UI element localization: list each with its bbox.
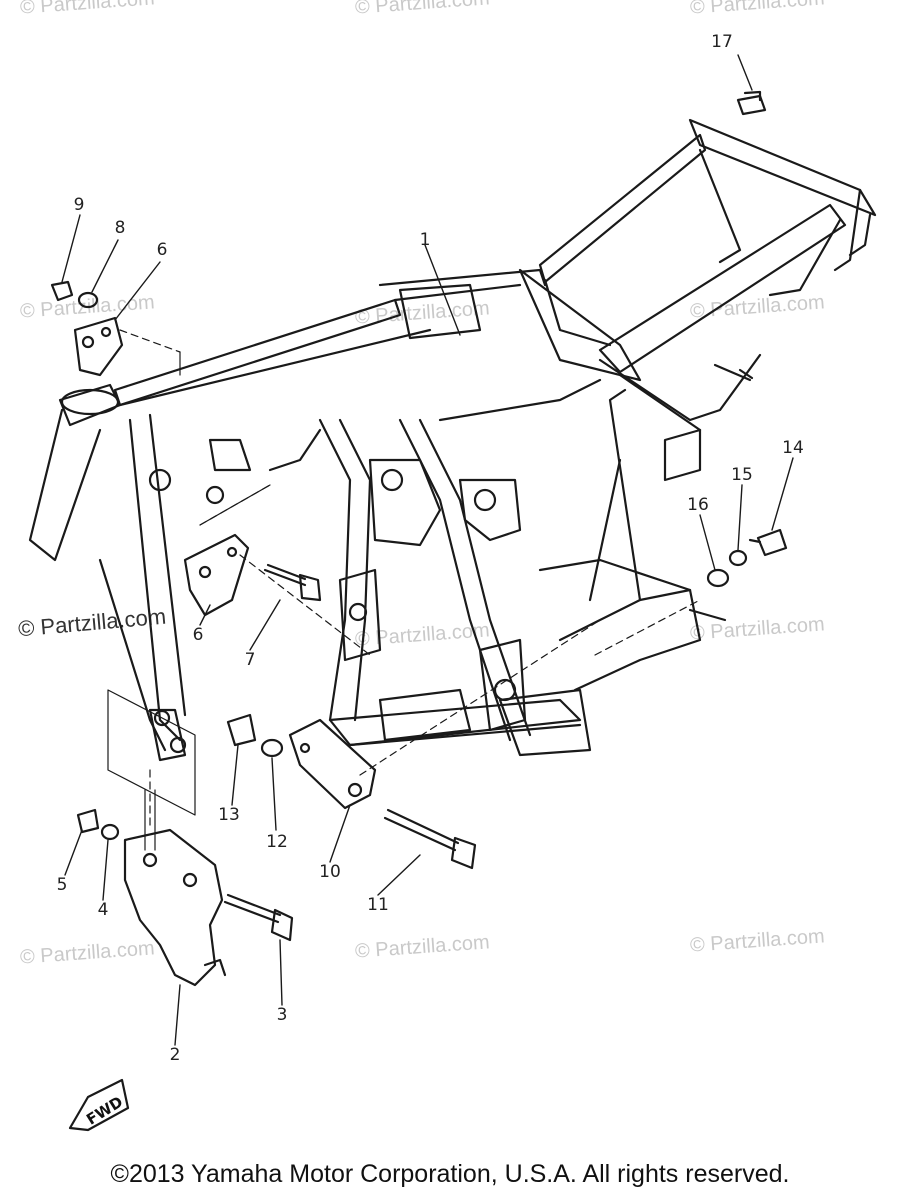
part-4-washer[interactable] <box>100 823 120 841</box>
callout-6-upper[interactable]: 6 <box>156 240 168 260</box>
part-3-bolt[interactable] <box>223 893 294 942</box>
part-17-damper[interactable] <box>736 90 767 116</box>
part-16-washer[interactable] <box>706 568 730 588</box>
part-10-bracket[interactable] <box>288 718 377 810</box>
callout-12[interactable]: 12 <box>266 832 288 852</box>
callout-9[interactable]: 9 <box>73 195 85 215</box>
part-5-nut[interactable] <box>76 808 100 834</box>
callout-15[interactable]: 15 <box>731 465 753 485</box>
callout-16[interactable]: 16 <box>687 495 709 515</box>
callout-6-lower[interactable]: 6 <box>192 625 204 645</box>
callout-10[interactable]: 10 <box>319 862 341 882</box>
fwd-label: FWD <box>83 1093 126 1129</box>
copyright-notice: ©2013 Yamaha Motor Corporation, U.S.A. A… <box>110 1160 790 1188</box>
callout-5[interactable]: 5 <box>56 875 68 895</box>
leader-lines <box>61 54 794 1046</box>
callout-11[interactable]: 11 <box>367 895 389 915</box>
callout-14[interactable]: 14 <box>782 438 804 458</box>
callout-3[interactable]: 3 <box>276 1005 288 1025</box>
part-6-lower-bracket[interactable] <box>183 533 250 617</box>
part-12-washer[interactable] <box>260 738 284 758</box>
callout-4[interactable]: 4 <box>97 900 109 920</box>
part-15-washer[interactable] <box>728 549 748 567</box>
callout-17[interactable]: 17 <box>711 32 733 52</box>
callout-13[interactable]: 13 <box>218 805 240 825</box>
part-14-bolt[interactable] <box>748 528 788 557</box>
main-frame <box>28 118 877 762</box>
fwd-arrow: FWD <box>68 1078 130 1132</box>
part-6-upper-bracket[interactable] <box>73 316 124 377</box>
callout-1[interactable]: 1 <box>419 230 431 250</box>
callout-8[interactable]: 8 <box>114 218 126 238</box>
part-2-engine-bracket[interactable] <box>123 828 227 987</box>
part-13-collar[interactable] <box>226 713 257 747</box>
assembly-frames <box>107 351 271 851</box>
callout-2[interactable]: 2 <box>169 1045 181 1065</box>
part-9-nut[interactable] <box>50 280 74 302</box>
callout-7[interactable]: 7 <box>244 650 256 670</box>
part-8-washer[interactable] <box>77 291 99 309</box>
part-11-bolt[interactable] <box>383 808 477 870</box>
part-7-bolt[interactable] <box>263 563 322 602</box>
assembly-guide-lines <box>119 329 701 831</box>
